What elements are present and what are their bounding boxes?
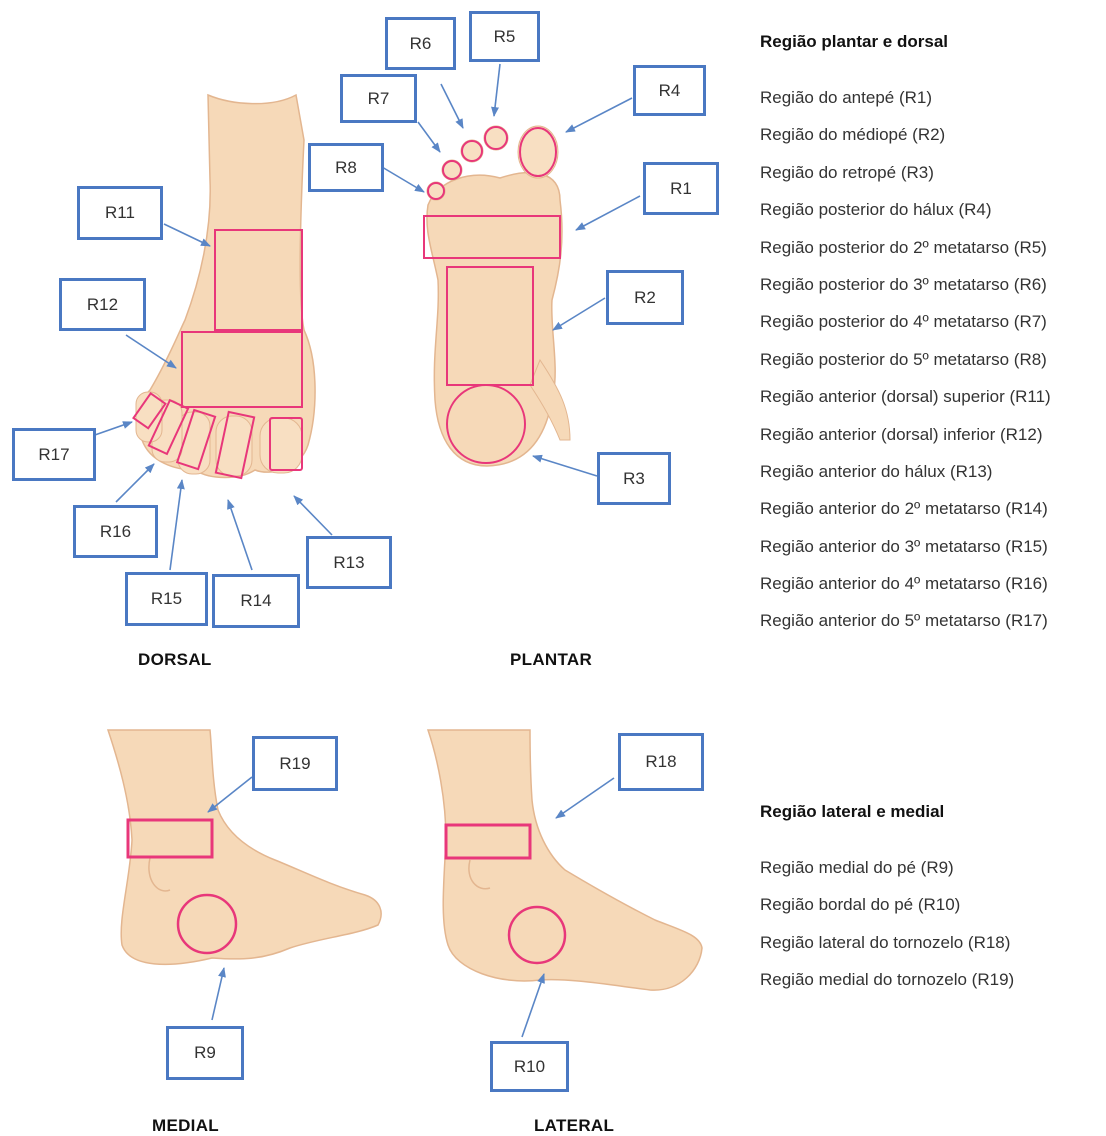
legend-lateral-medial-title: Região lateral e medial [760,802,1014,822]
legend-item: Região anterior do 3º metatarso (R15) [760,537,1051,574]
medial-foot-illustration [108,730,381,964]
legend-item: Região anterior do 4º metatarso (R16) [760,574,1051,611]
arrow-r9 [212,968,224,1020]
arrow-r8 [382,167,424,192]
legend-item: Região anterior (dorsal) inferior (R12) [760,425,1051,462]
label-r18: R18 [618,733,704,791]
legend-item: Região do médiopé (R2) [760,125,1051,162]
legend-plantar-dorsal-list: Região do antepé (R1) Região do médiopé … [760,88,1051,649]
arrow-r6 [441,84,463,128]
legend-item: Região anterior do hálux (R13) [760,462,1051,499]
arrow-r3 [533,456,597,476]
arrow-r7 [418,122,440,152]
label-r17: R17 [12,428,96,481]
arrow-r14 [228,500,252,570]
label-r13: R13 [306,536,392,589]
legend-item: Região medial do pé (R9) [760,858,1014,895]
legend-item: Região posterior do 2º metatarso (R5) [760,238,1051,275]
arrow-r5 [494,64,500,116]
arrow-r2 [553,298,605,330]
arrow-r1 [576,196,640,230]
arrow-r4 [566,98,632,132]
view-caption-medial: MEDIAL [152,1116,219,1136]
legend-item: Região do retropé (R3) [760,163,1051,200]
arrow-r17 [92,422,132,436]
label-r1: R1 [643,162,719,215]
label-r4: R4 [633,65,706,116]
arrow-r18 [556,778,614,818]
label-r11: R11 [77,186,163,240]
legend-lateral-medial: Região lateral e medial Região medial do… [760,802,1014,1008]
legend-item: Região lateral do tornozelo (R18) [760,933,1014,970]
legend-item: Região posterior do hálux (R4) [760,200,1051,237]
label-r6: R6 [385,17,456,70]
arrow-r15 [170,480,182,570]
legend-item: Região bordal do pé (R10) [760,895,1014,932]
label-r3: R3 [597,452,671,505]
label-r9: R9 [166,1026,244,1080]
legend-item: Região do antepé (R1) [760,88,1051,125]
label-r16: R16 [73,505,158,558]
label-r2: R2 [606,270,684,325]
label-r7: R7 [340,74,417,123]
legend-item: Região posterior do 4º metatarso (R7) [760,312,1051,349]
label-r8: R8 [308,143,384,192]
arrow-r13 [294,496,332,535]
label-r19: R19 [252,736,338,791]
legend-plantar-dorsal-title: Região plantar e dorsal [760,32,1051,52]
arrow-r10 [522,974,544,1037]
legend-item: Região medial do tornozelo (R19) [760,970,1014,1007]
view-caption-lateral: LATERAL [534,1116,614,1136]
legend-item: Região anterior do 5º metatarso (R17) [760,611,1051,648]
arrow-r12 [126,335,176,368]
legend-item: Região posterior do 3º metatarso (R6) [760,275,1051,312]
label-r5: R5 [469,11,540,62]
label-r15: R15 [125,572,208,626]
dorsal-foot-illustration [136,95,315,478]
legend-item: Região anterior (dorsal) superior (R11) [760,387,1051,424]
legend-item: Região posterior do 5º metatarso (R8) [760,350,1051,387]
arrow-r16 [116,464,154,502]
label-r12: R12 [59,278,146,331]
arrow-r11 [164,224,210,246]
legend-item: Região anterior do 2º metatarso (R14) [760,499,1051,536]
legend-plantar-dorsal: Região plantar e dorsal Região do antepé… [760,32,1051,649]
view-caption-dorsal: DORSAL [138,650,212,670]
legend-lateral-medial-list: Região medial do pé (R9) Região bordal d… [760,858,1014,1008]
view-caption-plantar: PLANTAR [510,650,592,670]
label-r14: R14 [212,574,300,628]
label-r10: R10 [490,1041,569,1092]
